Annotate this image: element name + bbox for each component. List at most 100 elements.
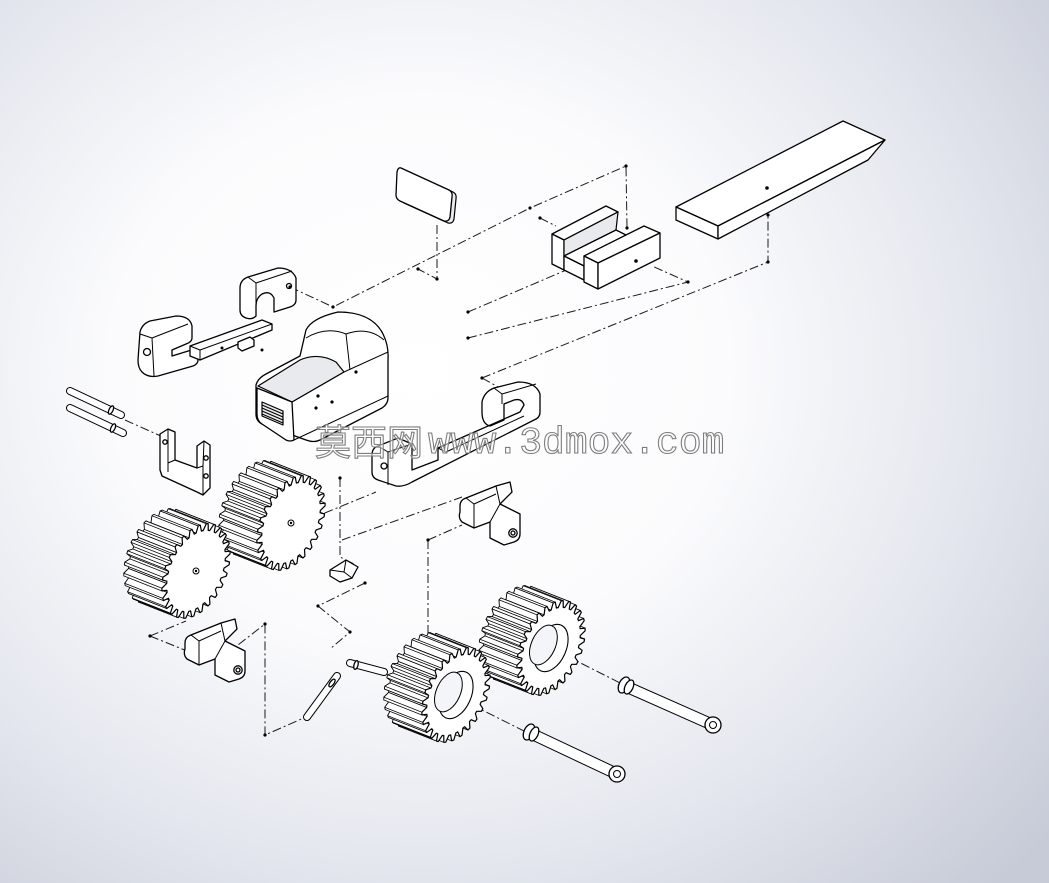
vertical-bracket-hole	[162, 439, 168, 445]
axle-bracket-left-edge	[190, 622, 226, 665]
wheel-axle-ball-ring	[613, 770, 621, 778]
centerline	[149, 620, 187, 637]
centerline-point	[686, 280, 690, 284]
axle-bracket-right-edge	[465, 485, 501, 528]
short-pin-groove	[353, 659, 359, 671]
short-pin	[346, 659, 388, 676]
short-pin	[303, 672, 341, 721]
centerline-point	[348, 630, 352, 634]
gear-wheels	[123, 460, 586, 743]
axle-bracket-left	[183, 618, 246, 683]
clamp-bracket-left-edge	[139, 323, 189, 377]
gear-wheel	[383, 632, 491, 743]
gear-bore	[529, 624, 558, 666]
watermark-cjk: 莫西网	[315, 423, 423, 464]
pin-rod	[66, 387, 125, 419]
centerline-point	[625, 226, 629, 230]
fork-blade-mark	[765, 186, 769, 190]
centerline-point	[624, 164, 628, 168]
link-plate-mark	[220, 346, 224, 350]
centerline	[550, 647, 627, 687]
gear-wheel	[478, 585, 586, 696]
clamp-bracket-upper-edge	[247, 270, 293, 306]
link-plate-tab	[237, 336, 255, 352]
wheel-axle	[522, 723, 626, 783]
centerline-point	[363, 581, 367, 585]
top-plate	[395, 167, 457, 224]
wheel-axle	[617, 676, 722, 734]
centerline-point	[288, 285, 292, 289]
pin-rod-groove	[107, 405, 115, 415]
clamp-bracket-upper-body	[239, 267, 297, 320]
short-pin-groove	[328, 678, 336, 688]
watermark: 莫西网 www.3dmox.com	[314, 421, 725, 465]
cab-mark	[330, 400, 334, 404]
wheel-axle-collar	[623, 679, 635, 695]
centerline-point	[466, 310, 470, 314]
axle-bracket-right-bore	[510, 530, 516, 536]
centerline-point	[766, 260, 770, 264]
centerline	[149, 635, 188, 652]
axle-bracket-right	[458, 481, 521, 546]
clamp-bracket-left-body	[137, 315, 199, 378]
gear-wheel	[123, 508, 231, 619]
centerline-points	[148, 164, 770, 737]
wheel-axle-ball-end	[704, 716, 722, 734]
vertical-bracket-hole	[203, 473, 209, 479]
channel-hole-mark	[634, 259, 638, 263]
centerline	[124, 419, 164, 438]
link-plate-body	[189, 319, 273, 361]
vertical-bracket-body	[159, 428, 211, 496]
clamp-bracket-left-hole	[142, 347, 152, 357]
side-arm	[371, 381, 541, 487]
wheel-axle-collar	[528, 726, 540, 742]
centerline-point	[338, 476, 342, 480]
centerline-point	[480, 376, 484, 380]
small-spacer	[329, 559, 359, 583]
axle-bracket-left-body	[183, 618, 246, 683]
centerline-point	[466, 336, 470, 340]
channel-back-wall-end	[551, 233, 565, 271]
centerline-point	[331, 305, 335, 309]
wheel-axle-body	[620, 681, 718, 730]
centerline-point	[435, 277, 439, 281]
channel-front-wall-face	[597, 232, 661, 290]
cab-window-frame	[305, 330, 385, 371]
fork-blade-side	[717, 139, 886, 240]
centerline	[292, 491, 377, 527]
vertical-bracket-edge	[167, 429, 205, 495]
centerline-point	[416, 267, 420, 271]
clamp-bracket-upper	[239, 267, 297, 320]
u-channel	[551, 205, 661, 290]
centerline-point	[766, 213, 770, 217]
axle-bracket-left-bore	[235, 667, 241, 673]
vertical-bracket-hole	[203, 455, 209, 461]
fork-blade-top	[675, 120, 886, 227]
link-plate-mark	[260, 348, 264, 352]
centerline-point	[426, 538, 430, 542]
clamp-bracket-left	[137, 315, 199, 378]
centerline	[317, 605, 351, 650]
centerline-point	[263, 622, 267, 626]
small-spacer-edge	[329, 559, 353, 579]
wheel-axle-body	[525, 728, 622, 779]
centerline-point	[528, 206, 532, 210]
cab-mark	[316, 394, 320, 398]
axle-bracket-right-body	[458, 481, 521, 546]
side-arm-hole	[380, 462, 388, 470]
centerline	[481, 377, 501, 389]
vertical-bracket	[159, 428, 211, 496]
cab-hood-top	[257, 355, 345, 403]
centerline	[341, 496, 463, 541]
gear-wheel	[218, 460, 326, 571]
centerline-point	[538, 216, 542, 220]
pin-rod-groove	[109, 423, 117, 433]
centerline-point	[316, 604, 320, 608]
centerline	[427, 524, 463, 541]
centerline	[224, 622, 307, 736]
centerline	[317, 582, 366, 607]
pins-and-axles	[66, 387, 722, 783]
wheel-axle-ball-ring	[709, 721, 717, 729]
fork-blade	[675, 120, 886, 240]
